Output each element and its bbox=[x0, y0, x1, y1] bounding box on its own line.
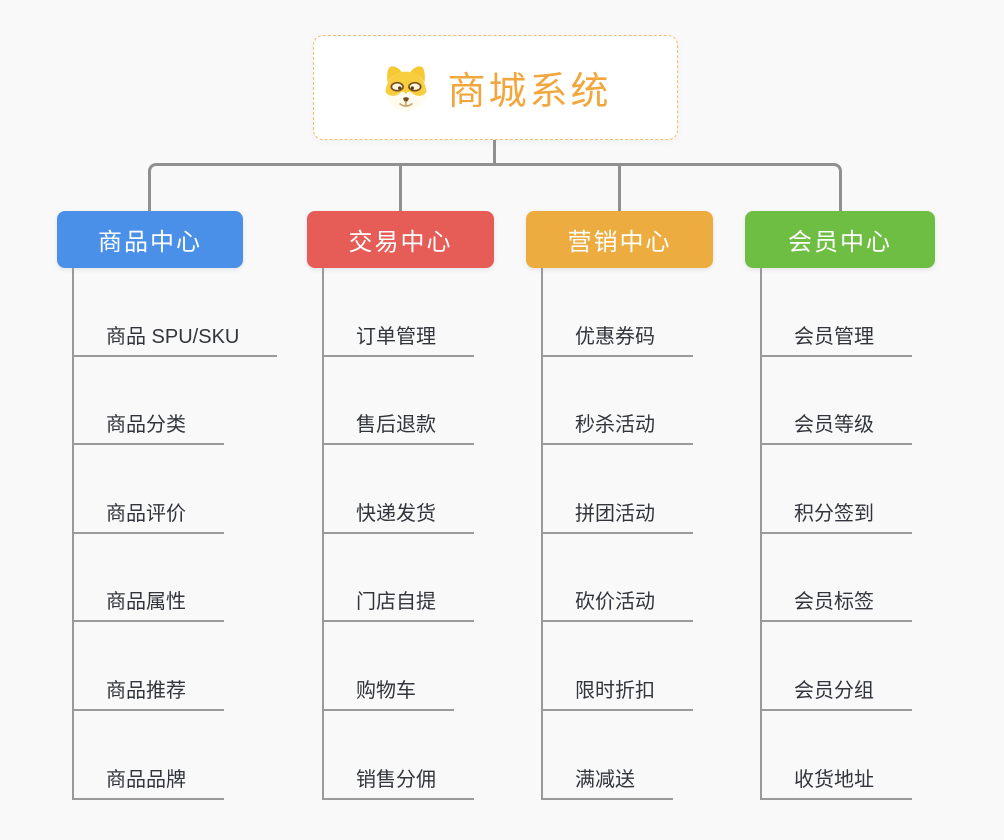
list-item[interactable]: 商品推荐 bbox=[74, 622, 224, 711]
branch-node-product-center[interactable]: 商品中心 bbox=[57, 211, 243, 268]
item-list-product-center: 商品 SPU/SKU 商品分类 商品评价 商品属性 商品推荐 商品品牌 bbox=[72, 268, 278, 800]
list-item[interactable]: 商品品牌 bbox=[74, 711, 224, 800]
list-item[interactable]: 会员标签 bbox=[762, 534, 912, 623]
list-item[interactable]: 商品属性 bbox=[74, 534, 224, 623]
list-item[interactable]: 拼团活动 bbox=[543, 445, 693, 534]
list-item[interactable]: 会员管理 bbox=[762, 268, 912, 357]
list-item[interactable]: 订单管理 bbox=[324, 268, 474, 357]
list-item[interactable]: 满减送 bbox=[543, 711, 673, 800]
connector-drop-branch3 bbox=[618, 163, 621, 211]
list-item[interactable]: 商品 SPU/SKU bbox=[74, 268, 278, 357]
list-item[interactable]: 商品分类 bbox=[74, 357, 224, 446]
list-item[interactable]: 购物车 bbox=[324, 622, 454, 711]
list-item[interactable]: 快递发货 bbox=[324, 445, 474, 534]
root-title: 商城系统 bbox=[447, 71, 612, 113]
dog-face-icon bbox=[385, 65, 428, 111]
item-list-member-center: 会员管理 会员等级 积分签到 会员标签 会员分组 收货地址 bbox=[760, 268, 912, 800]
connector-drop-branch2 bbox=[399, 163, 402, 211]
branch-node-member-center[interactable]: 会员中心 bbox=[745, 211, 935, 268]
branch-node-trade-center[interactable]: 交易中心 bbox=[307, 211, 494, 268]
list-item[interactable]: 积分签到 bbox=[762, 445, 912, 534]
list-item[interactable]: 会员分组 bbox=[762, 622, 912, 711]
list-item[interactable]: 售后退款 bbox=[324, 357, 474, 446]
connector-root-stem bbox=[493, 140, 496, 164]
list-item[interactable]: 会员等级 bbox=[762, 357, 912, 446]
list-item[interactable]: 砍价活动 bbox=[543, 534, 693, 623]
list-item[interactable]: 销售分佣 bbox=[324, 711, 474, 800]
list-item[interactable]: 收货地址 bbox=[762, 711, 912, 800]
branch-node-marketing-center[interactable]: 营销中心 bbox=[526, 211, 713, 268]
list-item[interactable]: 优惠券码 bbox=[543, 268, 693, 357]
connector-trunk-bar bbox=[148, 163, 842, 211]
list-item[interactable]: 限时折扣 bbox=[543, 622, 693, 711]
item-list-trade-center: 订单管理 售后退款 快递发货 门店自提 购物车 销售分佣 bbox=[322, 268, 474, 800]
root-node[interactable]: 商城系统 bbox=[313, 35, 678, 140]
list-item[interactable]: 门店自提 bbox=[324, 534, 474, 623]
item-list-marketing-center: 优惠券码 秒杀活动 拼团活动 砍价活动 限时折扣 满减送 bbox=[541, 268, 693, 800]
list-item[interactable]: 秒杀活动 bbox=[543, 357, 693, 446]
list-item[interactable]: 商品评价 bbox=[74, 445, 224, 534]
